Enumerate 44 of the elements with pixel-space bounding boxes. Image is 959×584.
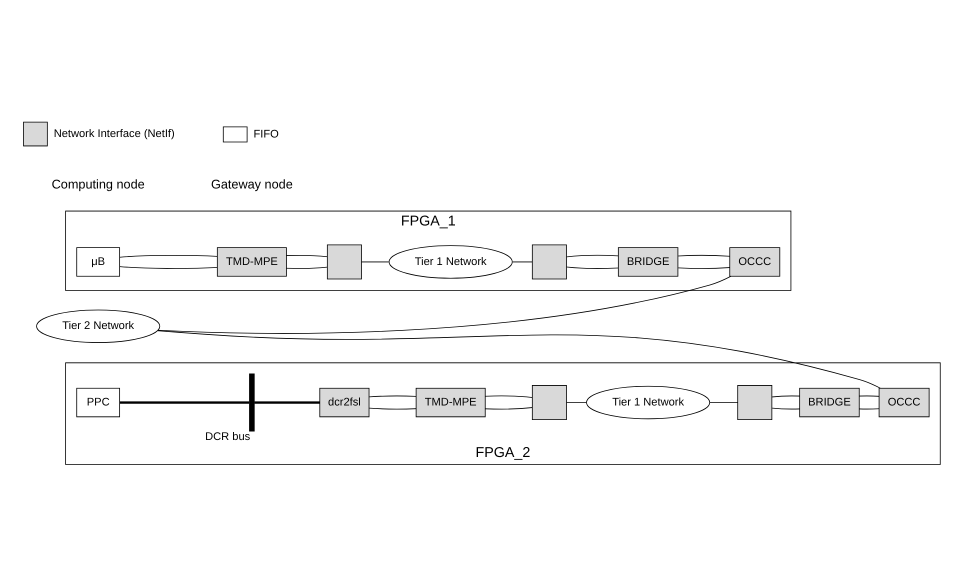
connector <box>119 254 218 258</box>
node-box: TMD-MPE <box>216 246 287 276</box>
connector <box>858 395 880 396</box>
connector <box>158 275 732 334</box>
label: Computing node <box>52 177 145 192</box>
connector <box>858 408 880 409</box>
connector <box>566 254 619 257</box>
connector <box>678 266 730 268</box>
node-bar <box>249 373 255 431</box>
label: Gateway node <box>210 177 293 192</box>
node-box <box>532 384 567 420</box>
connector <box>566 266 619 268</box>
node-box: BRIDGE <box>618 246 678 276</box>
connector <box>485 395 533 398</box>
node-label: DCR bus <box>205 430 250 443</box>
node-box <box>532 244 567 279</box>
connector <box>772 407 800 409</box>
node-ellipse: Tier 1 Network <box>388 244 513 278</box>
connector <box>772 395 800 397</box>
node-box: PPC <box>76 387 120 417</box>
node-ellipse: Tier 1 Network <box>586 385 710 419</box>
node-box: μB <box>76 246 120 276</box>
connector <box>368 395 416 397</box>
node-box: BRIDGE <box>799 387 860 417</box>
connector <box>678 254 730 256</box>
connector <box>120 400 250 404</box>
connector <box>368 407 416 409</box>
connector <box>286 254 328 257</box>
node-box: TMD-MPE <box>416 387 486 417</box>
connector <box>485 406 533 409</box>
legend-label: Network Interface (NetIf) <box>54 127 175 140</box>
node-box <box>737 384 772 420</box>
connector <box>119 266 218 268</box>
connector <box>361 261 390 262</box>
node-ellipse: Tier 2 Network <box>36 309 160 342</box>
node-box: OCCC <box>729 246 780 276</box>
connector <box>157 330 881 388</box>
node-box: dcr2fsl <box>319 387 370 417</box>
node-box: OCCC <box>878 387 930 417</box>
legend-label: FIFO <box>253 128 279 140</box>
connector <box>512 261 533 262</box>
connector <box>254 400 320 404</box>
node-box <box>326 244 362 279</box>
connector <box>286 266 328 268</box>
